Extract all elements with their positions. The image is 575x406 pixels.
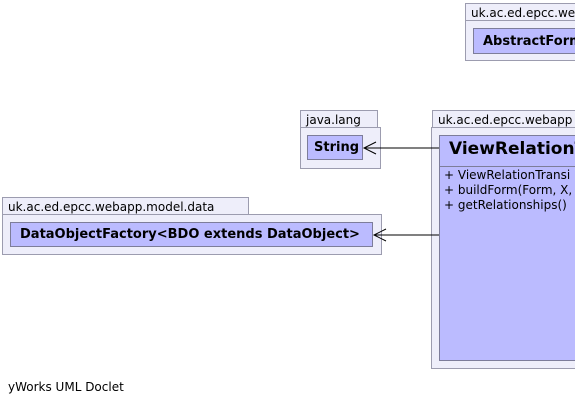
package-name: uk.ac.ed.epcc.webapp [438, 113, 573, 127]
class-name: DataObjectFactory<BDO extends DataObject… [20, 227, 360, 242]
class-data-object-factory[interactable]: DataObjectFactory<BDO extends DataObject… [10, 222, 373, 247]
method-build-form: + buildForm(Form, X, [444, 183, 573, 197]
class-name: String [314, 140, 360, 155]
method-constructor: + ViewRelationTransi [444, 168, 571, 182]
class-name: AbstractForm [483, 34, 575, 49]
arrowhead-data-object-factory [372, 228, 387, 242]
package-tab-webform: uk.ac.ed.epcc.we [465, 3, 575, 21]
package-tab-java-lang: java.lang [300, 110, 378, 128]
package-name: uk.ac.ed.epcc.webapp.model.data [8, 200, 215, 214]
class-view-relation-transition[interactable]: ViewRelationTr + ViewRelationTransi + bu… [439, 135, 575, 361]
method-get-relationships: + getRelationships() [444, 198, 567, 212]
package-name: java.lang [306, 113, 361, 127]
class-divider [440, 166, 575, 167]
class-string[interactable]: String [307, 135, 363, 160]
package-tab-webapp: uk.ac.ed.epcc.webapp [432, 110, 575, 128]
arrowhead-string [362, 141, 377, 155]
class-name: ViewRelationTr [449, 139, 575, 159]
package-name: uk.ac.ed.epcc.we [471, 6, 575, 20]
package-tab-model-data: uk.ac.ed.epcc.webapp.model.data [2, 197, 249, 215]
footer-credit: yWorks UML Doclet [8, 380, 124, 394]
class-abstract-form[interactable]: AbstractForm [473, 28, 575, 54]
